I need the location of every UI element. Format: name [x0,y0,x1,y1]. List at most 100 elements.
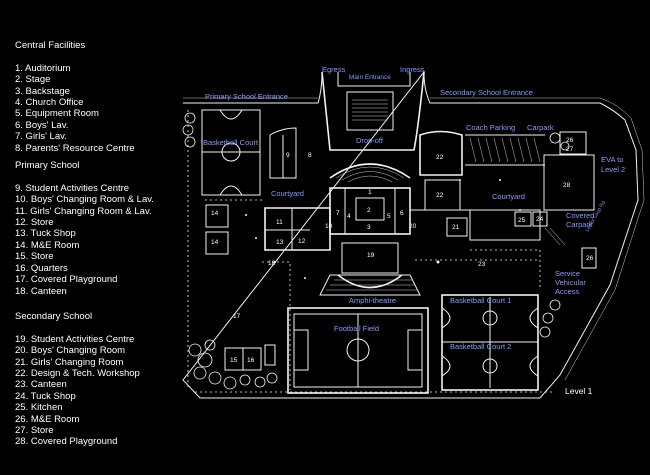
legend-secondary-item: 27. Store [15,424,54,436]
drop-off-label: Drop-off [356,136,384,145]
drop-off-area [321,71,425,151]
legend-secondary-item: 26. M&E Room [15,413,80,425]
secondary-entrance-label: Secondary School Entrance [440,88,533,97]
room-number: 8 [308,152,312,159]
legend-primary-item: 14. M&E Room [15,239,80,251]
legend-primary-item: 9. Student Activities Centre [15,182,130,194]
courtyard-left-label: Courtyard [271,189,304,198]
room-number: 18 [268,260,276,267]
legend-primary-item: 10. Boys' Changing Room & Lav. [15,194,154,206]
legend-primary-item: 17. Covered Playground [15,274,118,286]
legend-central-item: 4. Church Office [15,97,84,109]
primary-block [205,127,331,390]
room-number: 26 [586,255,594,262]
legend-primary-title: Primary School [15,160,80,172]
room-number: 10 [325,223,333,230]
column-grid [245,179,521,279]
room-number: 17 [233,313,241,320]
room-number: 4 [347,213,351,220]
legend-secondary-item: 21. Girls' Changing Room [15,356,124,368]
eva-label-line1: EVA to [601,155,623,164]
room-number: 15 [230,357,238,364]
legend-primary-item: 12. Store [15,217,54,229]
coach-parking-bays [465,134,545,166]
legend-secondary-item: 24. Tuck Shop [15,390,76,402]
room-number: 28 [563,182,571,189]
room-number: 14 [211,239,219,246]
room-number: 13 [276,239,284,246]
room-number: 19 [367,252,375,259]
coach-parking-label: Coach Parking [466,123,515,132]
courtyard-right-label: Courtyard [492,192,525,201]
legend-primary-item: 15. Store [15,251,54,263]
legend-secondary-item: 22. Design & Tech. Workshop [15,367,140,379]
legend-central-item: 7. Girls' Lav. [15,131,67,143]
legend-central-title: Central Facilities [15,40,86,51]
level-label: Level 1 [565,386,593,396]
legend-secondary-item: 23. Canteen [15,379,67,391]
room-number: 12 [298,238,306,245]
legend-primary-item: 11. Girls' Changing Room & Lav. [15,205,152,217]
primary-basketball-court [201,109,261,196]
legend-secondary-item: 19. Student Activities Centre [15,333,135,345]
room-number: 22 [436,192,444,199]
room-number: 7 [336,210,340,217]
covered-carpark-label-line2: Carpark [566,220,593,229]
legend-secondary-item: 25. Kitchen [15,402,63,414]
service-access-label-line2: Vehicular [555,278,586,287]
room-number: 26 [566,137,574,144]
legend-central-item: 2. Stage [15,74,51,86]
room-number: 1 [368,189,372,196]
room-number: 25 [518,217,526,224]
legend-panel: Central Facilities 1. Auditorium 2. Stag… [15,40,185,448]
eva-label-line2: Level 2 [601,165,625,174]
egress-label: Egress [322,65,346,74]
amphitheatre [319,274,421,296]
room-number: 20 [409,223,417,230]
room-number: 9 [286,152,290,159]
legend-central-item: 5. Equipment Room [15,108,99,120]
main-entrance-stair [352,99,388,121]
covered-carpark-label-line1: Covered [566,211,594,220]
legend-primary-item: 16. Quarters [15,262,68,274]
room-number: 2 [367,207,371,214]
football-field-label: Football Field [334,324,379,333]
legend-central-item: 8. Parents' Resource Centre [15,142,135,154]
ingress-label: Ingress [400,65,425,74]
legend-central-item: 1. Auditorium [15,62,71,74]
auditorium [329,163,411,289]
room-number: 21 [452,224,460,231]
room-number: 14 [211,210,219,217]
carpark-label: Carpark [527,123,554,132]
secondary-basketball-courts [441,294,539,391]
legend-secondary-item: 28. Covered Playground [15,436,118,448]
amphitheatre-label: Amphi-theatre [349,296,396,305]
room-number: 22 [436,154,444,161]
room-number: 16 [247,357,255,364]
secondary-block [410,130,597,290]
room-number: 11 [276,219,283,226]
room-number: 5 [387,213,391,220]
service-access-label-line3: Access [555,287,579,296]
legend-central-item: 6. Boys' Lav. [15,119,69,131]
legend-secondary-item: 20. Boys' Changing Room [15,345,126,357]
room-number: 3 [367,224,371,231]
service-access-label-line1: Service [555,269,580,278]
basketball-court-2-label: Basketball Court 2 [450,342,511,351]
room-number: 23 [478,261,486,268]
tree-cluster-left [182,112,278,390]
room-number: 6 [400,210,404,217]
basketball-court-label: Basketball Court [203,138,259,147]
legend-secondary-title: Secondary School [15,310,93,322]
primary-entrance-label: Primary School Entrance [205,92,288,101]
legend-central-item: 3. Backstage [15,85,70,97]
room-number: 27 [566,146,574,153]
room-number: 24 [536,216,544,223]
basketball-court-1-label: Basketball Court 1 [450,296,511,305]
football-field [287,307,429,394]
main-entrance-label: Main Entrance [349,74,391,81]
legend-primary-item: 13. Tuck Shop [15,228,76,240]
site-boundary [182,70,645,399]
legend-primary-item: 18. Canteen [15,285,67,297]
